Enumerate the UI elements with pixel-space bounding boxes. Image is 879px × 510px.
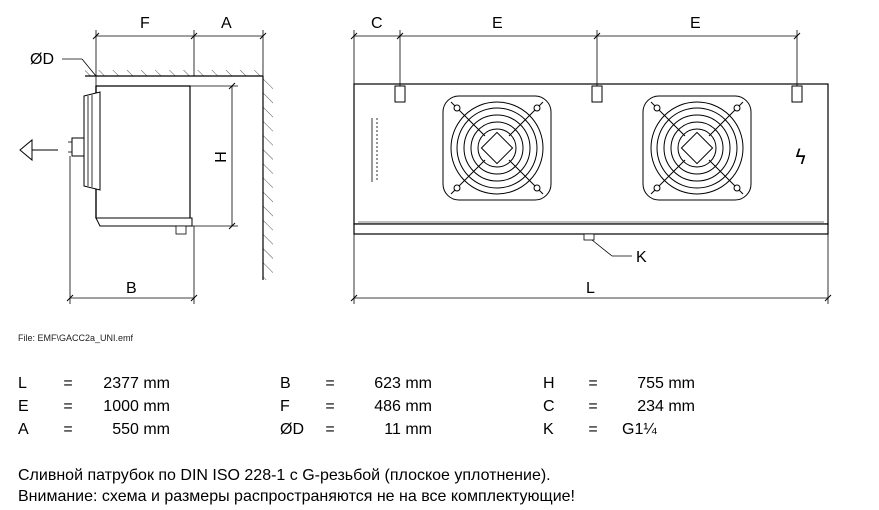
dimensions-row: L = 2377 mm B = 623 mm H = 755 mm — [18, 375, 738, 397]
airflow-arrow-icon — [19, 138, 58, 162]
dim-label-C: C — [371, 15, 383, 32]
dim-A: A — [194, 15, 267, 76]
dim-label-E: E — [492, 15, 503, 32]
dim-L: L — [350, 234, 832, 304]
dim-value: 1000 mm — [103, 398, 170, 415]
dim-name: ØD — [280, 421, 304, 438]
dim-equals: = — [588, 421, 598, 438]
dim-H: H — [190, 82, 238, 230]
dimensions-row: A = 550 mm ØD = 11 mm K = G1¼ — [18, 421, 738, 443]
dimensions-table: L = 2377 mm B = 623 mm H = 755 mm E = 1000 mm F =… — [18, 375, 738, 445]
dimensions-row: E = 1000 mm F = 486 mm C = 234 mm — [18, 398, 738, 420]
fan-guard-icon — [442, 95, 552, 201]
dim-label-H: H — [213, 151, 230, 163]
dim-name: K — [543, 421, 554, 438]
dim-equals: = — [588, 375, 598, 392]
dim-label-B: B — [126, 280, 137, 297]
dim-name: E — [18, 398, 29, 415]
dim-equals: = — [63, 375, 73, 392]
dim-value: G1¼ — [622, 421, 657, 438]
dim-OD: ØD — [30, 51, 97, 77]
dim-name: H — [543, 375, 555, 392]
dim-name: B — [280, 375, 291, 392]
fan-guard-icon — [642, 95, 752, 201]
dim-name: C — [543, 398, 555, 415]
dim-name: A — [18, 421, 29, 438]
dim-equals: = — [325, 375, 335, 392]
wall — [262, 76, 273, 280]
dim-value: 755 mm — [637, 375, 695, 392]
dim-E-2: E — [597, 15, 801, 86]
electrical-warning-icon: ϟ — [794, 145, 807, 169]
dim-K: K — [591, 239, 647, 266]
dim-label-E: E — [690, 15, 701, 32]
dim-equals: = — [63, 398, 73, 415]
dim-value: 234 mm — [637, 398, 695, 415]
dim-label-OD: ØD — [30, 51, 54, 68]
technical-drawing: F A ØD H B — [19, 15, 832, 304]
dim-B: B — [66, 156, 198, 304]
side-view: F A ØD H B — [19, 15, 273, 304]
dim-label-L: L — [586, 280, 595, 297]
note-drain: Сливной патрубок по DIN ISO 228-1 с G-ре… — [18, 467, 551, 484]
drain-outlet — [583, 233, 595, 241]
front-view: ϟ C E E — [350, 15, 832, 304]
terminal-strip — [371, 118, 378, 182]
unit-side-body — [68, 85, 193, 235]
dim-C: C — [350, 15, 404, 86]
dim-name: L — [18, 375, 27, 392]
dim-label-A: A — [221, 15, 232, 32]
note-warning: Внимание: схема и размеры распространяют… — [18, 488, 575, 505]
dim-equals: = — [63, 421, 73, 438]
dim-label-F: F — [140, 15, 150, 32]
dim-value: 550 mm — [112, 421, 170, 438]
dim-name: F — [280, 398, 290, 415]
dim-E-1: E — [400, 15, 601, 86]
dim-value: 2377 mm — [103, 375, 170, 392]
dim-value: 486 mm — [374, 398, 432, 415]
dim-equals: = — [325, 421, 335, 438]
dim-value: 11 mm — [384, 421, 432, 438]
dim-value: 623 mm — [374, 375, 432, 392]
dim-label-K: K — [636, 249, 647, 266]
ceiling — [85, 70, 263, 77]
dim-equals: = — [588, 398, 598, 415]
notes: Сливной патрубок по DIN ISO 228-1 с G-ре… — [18, 465, 575, 507]
file-caption: File: EMF\GACC2a_UNI.emf — [18, 333, 134, 343]
dim-equals: = — [325, 398, 335, 415]
